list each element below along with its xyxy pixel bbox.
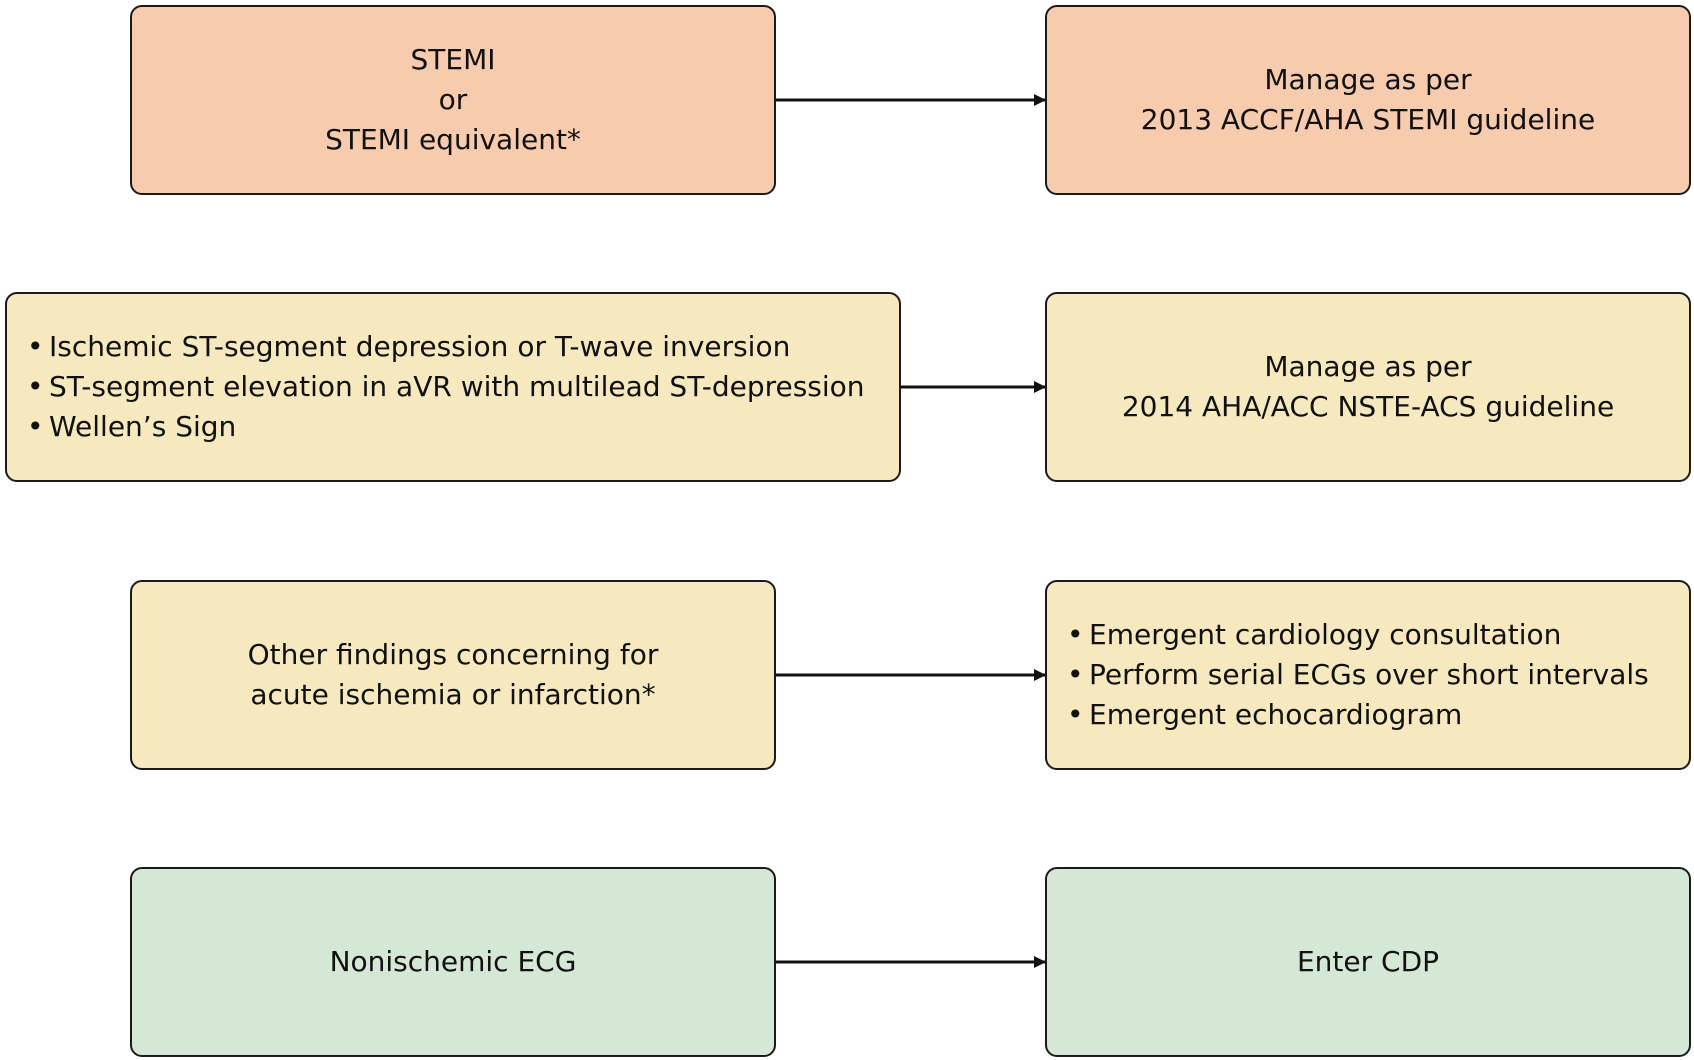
stemi-box: STEMI or STEMI equivalent* [130, 5, 776, 195]
ischemic-findings-box: Ischemic ST-segment depression or T-wave… [5, 292, 901, 482]
stemi-box-line-3: STEMI equivalent* [325, 122, 581, 156]
list-item: Wellen’s Sign [27, 407, 865, 447]
nste-acs-guideline-line-2: 2014 AHA/ACC NSTE-ACS guideline [1121, 390, 1615, 423]
stemi-box-line-2: or [438, 83, 468, 117]
other-findings-line-1: Other findings concerning for [247, 638, 659, 672]
emergent-actions-list: Emergent cardiology consultation Perform… [1067, 615, 1649, 734]
nonischemic-ecg-box: Nonischemic ECG [130, 867, 776, 1057]
stemi-guideline-line-2: 2013 ACCF/AHA STEMI guideline [1140, 103, 1596, 136]
nonischemic-ecg-label: Nonischemic ECG [329, 945, 577, 979]
enter-cdp-label: Enter CDP [1296, 945, 1440, 979]
other-findings-line-2: acute ischemia or infarction* [250, 678, 656, 711]
enter-cdp-box: Enter CDP [1045, 867, 1691, 1057]
stemi-box-line-1: STEMI [410, 43, 496, 77]
stemi-guideline-box: Manage as per 2013 ACCF/AHA STEMI guidel… [1045, 5, 1691, 195]
list-item: ST-segment elevation in aVR with multile… [27, 367, 865, 407]
nste-acs-guideline-line-1: Manage as per [1264, 350, 1472, 384]
ischemic-findings-list: Ischemic ST-segment depression or T-wave… [27, 327, 865, 446]
list-item: Emergent echocardiogram [1067, 695, 1649, 735]
stemi-guideline-line-1: Manage as per [1264, 63, 1472, 97]
list-item: Perform serial ECGs over short intervals [1067, 655, 1649, 695]
nste-acs-guideline-box: Manage as per 2014 AHA/ACC NSTE-ACS guid… [1045, 292, 1691, 482]
emergent-actions-box: Emergent cardiology consultation Perform… [1045, 580, 1691, 770]
list-item: Ischemic ST-segment depression or T-wave… [27, 327, 865, 367]
list-item: Emergent cardiology consultation [1067, 615, 1649, 655]
other-findings-box: Other findings concerning for acute isch… [130, 580, 776, 770]
